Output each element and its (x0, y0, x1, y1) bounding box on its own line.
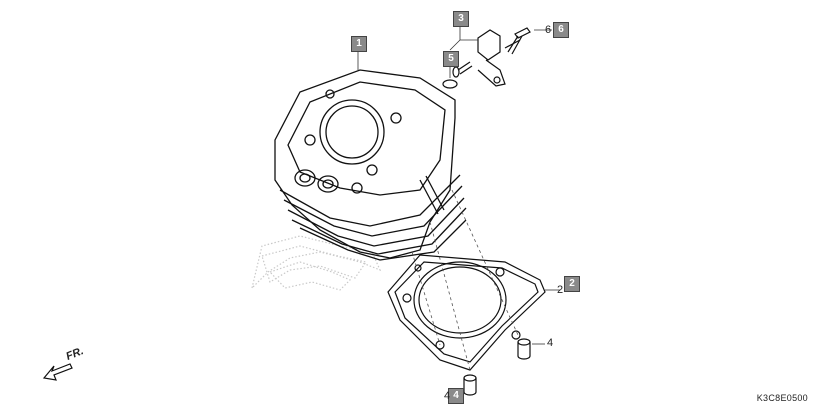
sensor-assembly (452, 29, 506, 87)
label-4: 4 (444, 390, 451, 402)
callout-4: 4 (448, 388, 464, 404)
front-direction-arrow-icon (42, 363, 73, 381)
bolt (504, 27, 531, 55)
label-4: 4 (547, 337, 554, 349)
honda-wing-watermark (250, 235, 382, 291)
dowel-pin-lower (463, 374, 477, 396)
o-ring (442, 79, 458, 89)
head-gasket (387, 254, 546, 371)
callout-5: 5 (443, 51, 459, 67)
label-2: 2 (557, 284, 564, 296)
dowel-pin-upper (517, 338, 531, 360)
diagram-code: K3C8E0500 (756, 393, 808, 403)
callout-3: 3 (453, 11, 469, 27)
leader-lines (357, 24, 560, 393)
callout-1: 1 (351, 36, 367, 52)
cylinder-block (274, 69, 467, 261)
assembly-guides (411, 189, 519, 371)
callout-2: 2 (564, 276, 580, 292)
callout-6: 6 (553, 22, 569, 38)
label-6: 6 (545, 24, 552, 36)
